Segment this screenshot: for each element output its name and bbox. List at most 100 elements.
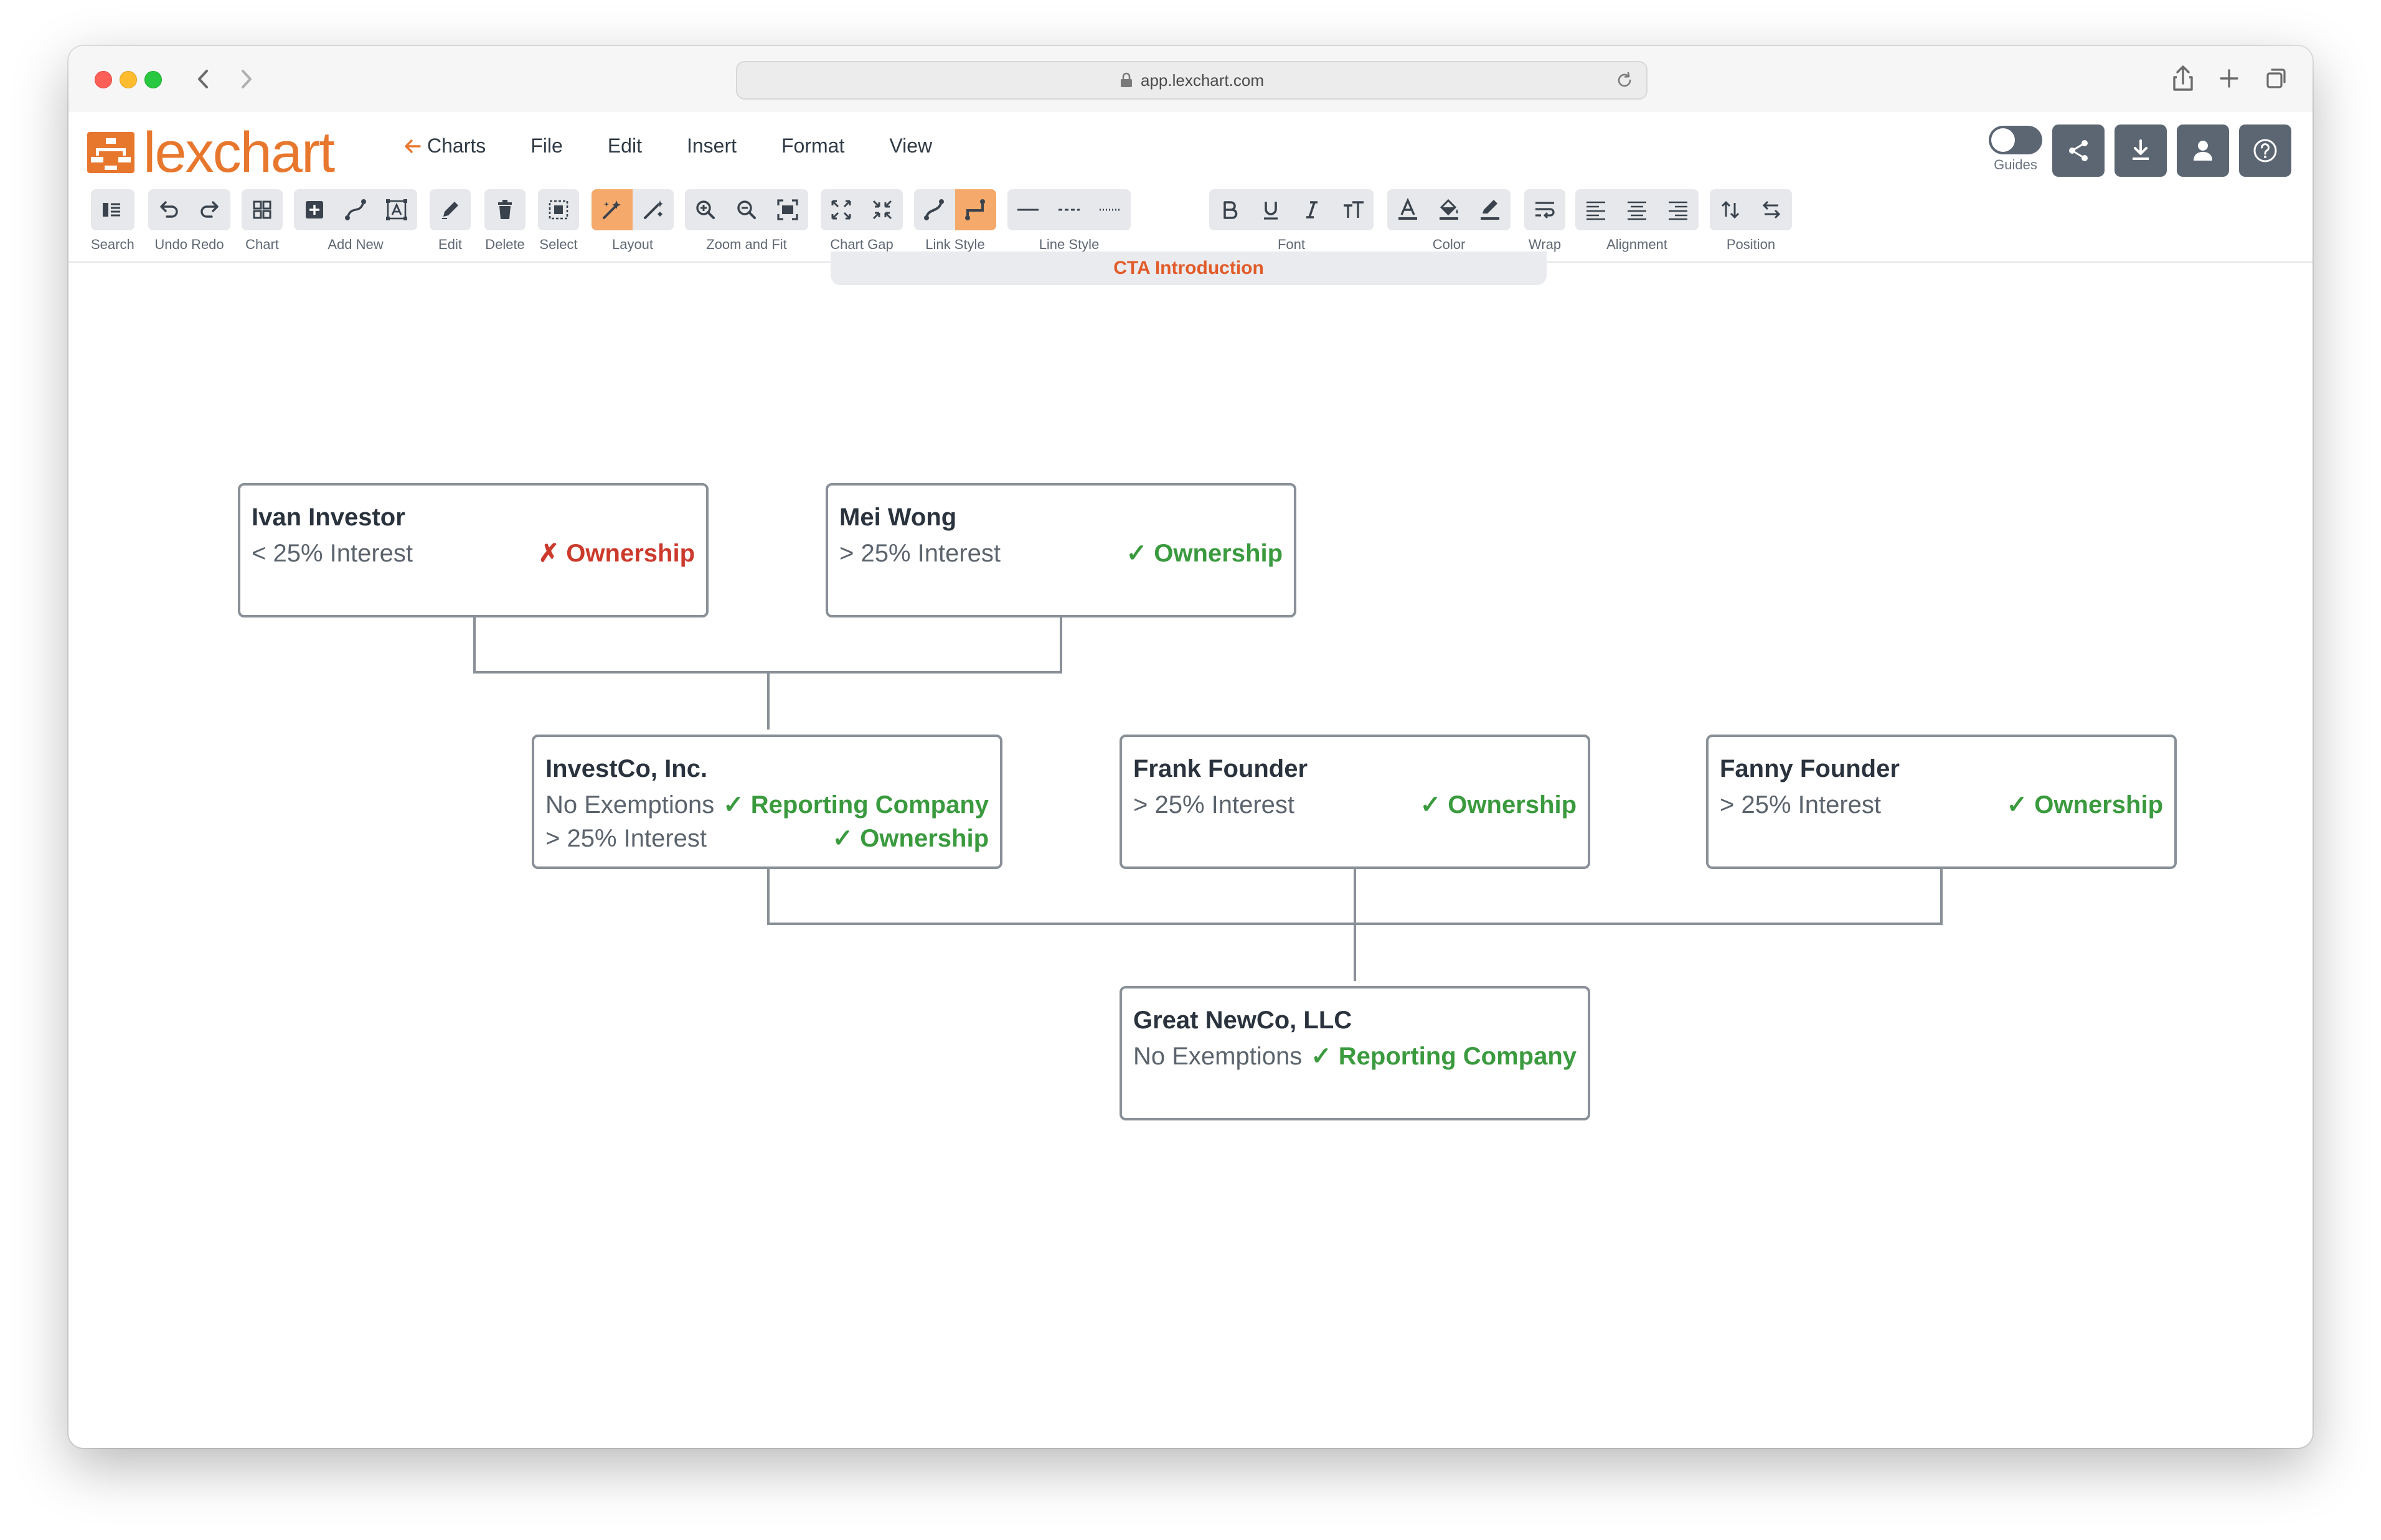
layout-style-button[interactable] [633, 189, 674, 230]
menu-insert[interactable]: Insert [686, 134, 737, 157]
org-node-great-newco[interactable]: Great NewCo, LLC No Exemptions ✓ Reporti… [1120, 986, 1590, 1120]
undo-button[interactable] [148, 189, 189, 230]
toolbar-group-delete: Delete [484, 189, 526, 253]
guides-toggle-knob [1991, 128, 2015, 152]
share-page-button[interactable] [2164, 60, 2202, 97]
node-name: Fanny Founder [1720, 755, 1900, 782]
fit-to-screen-button[interactable] [767, 189, 808, 230]
font-size-button[interactable] [1332, 189, 1374, 230]
chart-button[interactable] [242, 189, 283, 230]
text-color-button[interactable] [1387, 189, 1428, 230]
chart-title-tab[interactable]: CTA Introduction [831, 251, 1547, 285]
chart-canvas[interactable]: Ivan Investor < 25% Interest ✗ Ownership… [68, 261, 2313, 1448]
swap-horizontal-button[interactable] [1751, 189, 1792, 230]
shrink-gap-button[interactable] [862, 189, 903, 230]
undo-icon [160, 201, 178, 218]
tab-overview-button[interactable] [2258, 60, 2295, 97]
link-curved-button[interactable] [914, 189, 955, 230]
sidebar-list-icon [103, 203, 120, 217]
menu-view[interactable]: View [889, 134, 933, 157]
curved-link-icon [924, 199, 944, 220]
delete-button[interactable] [484, 189, 526, 230]
browser-forward-button[interactable] [228, 59, 265, 100]
menu-edit[interactable]: Edit [607, 134, 642, 157]
chevron-left-icon [198, 70, 208, 88]
lock-icon [1120, 72, 1133, 88]
search-button[interactable] [91, 189, 132, 230]
close-window-button[interactable] [95, 71, 112, 88]
node-name: Frank Founder [1133, 755, 1308, 782]
pencil-icon [442, 202, 458, 219]
select-button[interactable] [538, 189, 579, 230]
share-chart-button[interactable] [2052, 124, 2105, 177]
line-color-button[interactable] [1469, 189, 1511, 230]
italic-button[interactable] [1291, 189, 1332, 230]
address-bar[interactable]: app.lexchart.com [736, 61, 1648, 100]
toolbar-group-zoom: Zoom and Fit [685, 189, 808, 253]
help-button[interactable] [2239, 124, 2291, 177]
toolbar-group-edit: Edit [430, 189, 471, 253]
org-node-ivan-investor[interactable]: Ivan Investor < 25% Interest ✗ Ownership [238, 483, 709, 617]
align-left-button[interactable] [1575, 189, 1616, 230]
fill-color-button[interactable] [1428, 189, 1469, 230]
back-to-charts-link[interactable]: Charts [402, 134, 486, 157]
org-node-frank-founder[interactable]: Frank Founder > 25% Interest ✓ Ownership [1120, 735, 1590, 869]
menu-file[interactable]: File [530, 134, 563, 157]
browser-window: app.lexchart.com [68, 46, 2313, 1448]
bold-button[interactable] [1209, 189, 1250, 230]
toolbar-label-chart-gap: Chart Gap [830, 237, 893, 252]
minimize-window-button[interactable] [120, 71, 137, 88]
node-row: No Exemptions ✓ Reporting Company [1133, 1040, 1577, 1073]
node-interest: > 25% Interest [839, 540, 1001, 567]
node-status: ✓ Ownership [832, 825, 989, 852]
underline-button[interactable] [1250, 189, 1291, 230]
edit-button[interactable] [430, 189, 471, 230]
node-name: Great NewCo, LLC [1133, 1007, 1352, 1034]
layout-auto-button[interactable] [592, 189, 633, 230]
node-row: > 25% Interest ✓ Ownership [839, 537, 1283, 570]
zoom-window-button[interactable] [144, 71, 162, 88]
menu-format[interactable]: Format [781, 134, 845, 157]
align-right-button[interactable] [1657, 189, 1699, 230]
toolbar-group-layout: Layout [592, 189, 674, 253]
add-text-button[interactable] [376, 189, 417, 230]
browser-back-button[interactable] [184, 59, 222, 100]
lexchart-logo[interactable]: lexchart [87, 124, 335, 181]
org-node-mei-wong[interactable]: Mei Wong > 25% Interest ✓ Ownership [826, 483, 1296, 617]
toolbar-label-undo-redo: Undo Redo [154, 237, 224, 252]
add-box-button[interactable] [294, 189, 335, 230]
node-status: ✓ Ownership [1126, 540, 1283, 567]
org-node-investco[interactable]: InvestCo, Inc. No Exemptions ✓ Reporting… [532, 735, 1002, 869]
node-interest: > 25% Interest [1720, 791, 1882, 819]
align-left-icon [1587, 201, 1605, 220]
chevron-right-icon [242, 70, 252, 88]
align-center-button[interactable] [1616, 189, 1657, 230]
download-button[interactable] [2115, 124, 2167, 177]
account-button[interactable] [2177, 124, 2229, 177]
swap-vertical-button[interactable] [1710, 189, 1751, 230]
node-interest: > 25% Interest [545, 825, 707, 852]
link-elbow-button[interactable] [955, 189, 996, 230]
toolbar: Search Undo Redo [68, 181, 2313, 253]
trash-icon [498, 200, 512, 219]
toolbar-group-link-style: Link Style [914, 189, 996, 253]
node-name: Ivan Investor [252, 504, 405, 531]
expand-gap-button[interactable] [821, 189, 862, 230]
toolbar-label-alignment: Alignment [1606, 237, 1667, 252]
line-dotted-button[interactable] [1090, 189, 1131, 230]
zoom-out-button[interactable] [726, 189, 767, 230]
wrap-text-button[interactable] [1524, 189, 1565, 230]
org-node-fanny-founder[interactable]: Fanny Founder > 25% Interest ✓ Ownership [1706, 735, 2177, 869]
line-solid-button[interactable] [1007, 189, 1049, 230]
download-icon [2133, 139, 2149, 160]
zoom-in-button[interactable] [685, 189, 726, 230]
reload-icon[interactable] [1614, 70, 1635, 91]
line-dashed-button[interactable] [1049, 189, 1090, 230]
add-link-button[interactable] [335, 189, 376, 230]
connector-fanny-to-newco [1355, 869, 1943, 925]
new-tab-button[interactable] [2210, 60, 2248, 97]
magic-wand-icon [603, 200, 621, 219]
redo-button[interactable] [189, 189, 230, 230]
node-name: Mei Wong [839, 504, 957, 531]
guides-toggle[interactable] [1989, 126, 2042, 154]
